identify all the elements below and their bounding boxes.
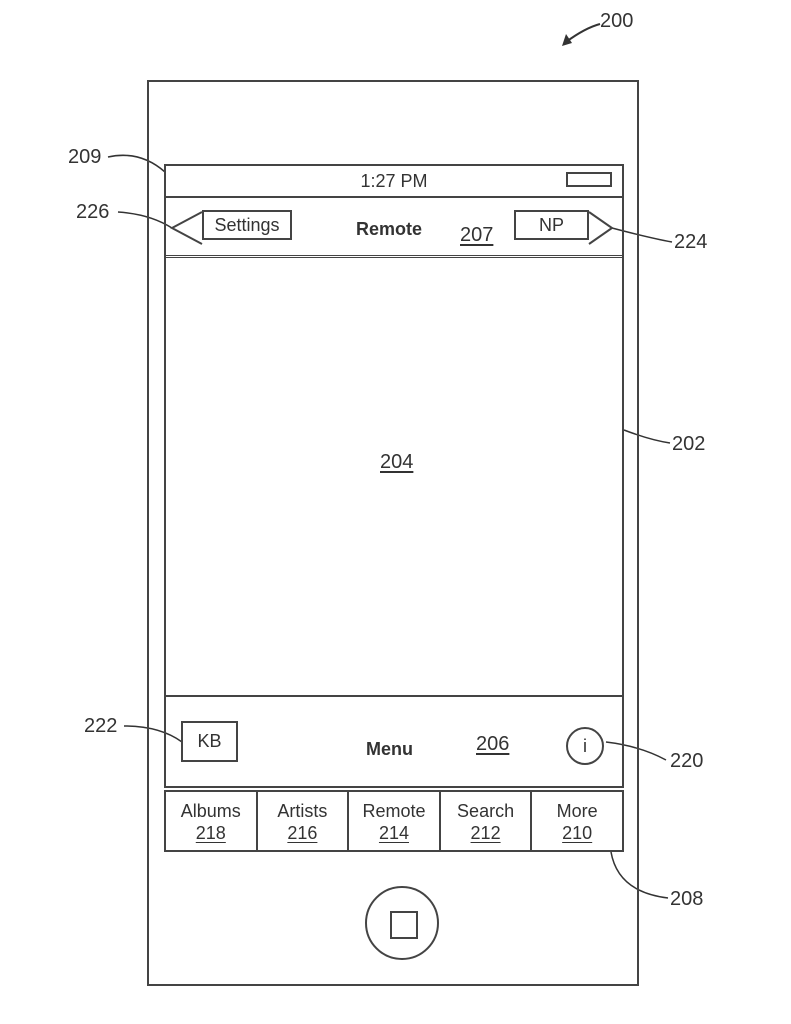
arrowhead-200 [562,34,572,46]
keyboard-button[interactable]: KB [181,721,238,762]
ref-label-np: 224 [674,231,708,253]
home-button[interactable] [365,886,439,960]
nav-title: Remote [356,219,423,239]
tab-label: Albums [180,801,241,821]
ref-label-display: 202 [672,433,706,455]
tab-more[interactable]: More 210 [532,792,622,850]
tab-label: Artists [277,801,328,821]
ref-label-settings: 226 [76,201,110,223]
tab-ref: 214 [378,823,409,843]
tab-ref: 212 [470,823,501,843]
ref-label-tabbar: 208 [670,888,704,910]
status-time: 1:27 PM [360,171,428,191]
ref-label-info: 220 [670,750,704,772]
info-button[interactable]: i [566,727,604,765]
settings-back-button[interactable]: Settings [202,210,292,240]
nav-ref-label: 207 [460,224,494,246]
tab-search[interactable]: Search 212 [441,792,533,850]
leader-222 [123,725,183,743]
nav-bar: Settings Remote 207 NP [166,198,622,258]
status-bar: 1:27 PM [166,166,622,198]
device-screen [164,164,624,788]
tab-artists[interactable]: Artists 216 [258,792,350,850]
tab-label: More [556,801,598,821]
now-playing-button[interactable]: NP [514,210,589,240]
leader-209 [107,154,166,173]
leader-202 [623,429,671,444]
content-area: 204 [166,258,622,694]
arrow-200 [565,23,601,43]
menu-bar: KB Menu 206 i [166,695,622,788]
tab-label: Remote [362,801,426,821]
tab-bar: Albums 218 Artists 216 Remote 214 Search… [164,790,624,852]
tab-ref: 210 [562,823,593,843]
leader-208 [610,851,669,899]
ref-label-outer-screen: 209 [68,146,102,168]
tab-ref: 216 [287,823,318,843]
np-arrow-shape [588,211,614,245]
home-square-icon [390,911,418,939]
content-ref-label: 204 [380,451,414,473]
leader-224 [611,227,673,243]
tab-ref: 218 [195,823,226,843]
ref-label-device: 200 [600,10,634,32]
ref-label-kb: 222 [84,715,118,737]
tab-label: Search [457,801,515,821]
battery-icon [566,172,612,187]
tab-albums[interactable]: Albums 218 [166,792,258,850]
settings-arrow-shape [169,211,203,245]
menu-ref-label: 206 [476,733,510,755]
tab-remote[interactable]: Remote 214 [349,792,441,850]
device-body [147,80,639,986]
menu-title: Menu [366,739,413,759]
